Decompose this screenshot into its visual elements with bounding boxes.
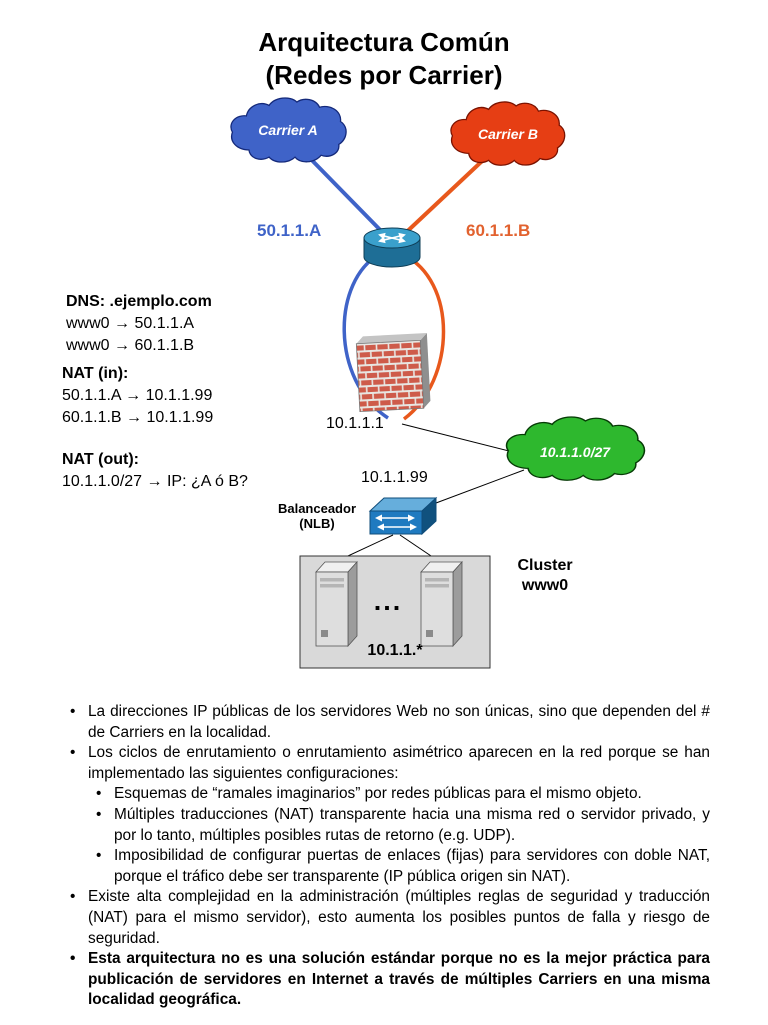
router-icon bbox=[363, 227, 421, 268]
bullet-text: Múltiples traducciones (NAT) transparent… bbox=[114, 805, 710, 844]
ip-b-label: 60.1.1.B bbox=[466, 221, 531, 240]
notes-list: La direcciones IP públicas de los servid… bbox=[62, 702, 710, 1011]
title-line1: Arquitectura Común bbox=[258, 27, 510, 57]
balancer-label: Balanceador (NLB) bbox=[262, 501, 372, 531]
firewall-to-subnet-line bbox=[401, 423, 514, 453]
list-item: Múltiples traducciones (NAT) transparent… bbox=[88, 805, 710, 846]
notes-sublist: Esquemas de “ramales imaginarios” por re… bbox=[88, 784, 710, 887]
nat-in-title: NAT (in): bbox=[62, 365, 129, 382]
bullet-text: La direcciones IP públicas de los servid… bbox=[88, 703, 710, 741]
nlb-to-server2-line bbox=[399, 534, 441, 563]
list-item: Esquemas de “ramales imaginarios” por re… bbox=[88, 784, 710, 805]
dns-line1: www0 → 50.1.1.A bbox=[66, 315, 195, 332]
bullet-text: Esta arquitectura no es una solución est… bbox=[88, 950, 710, 1009]
balancer-line2: (NLB) bbox=[299, 516, 335, 531]
list-item: Existe alta complejidad en la administra… bbox=[62, 887, 710, 949]
list-item: Los ciclos de enrutamiento o enrutamient… bbox=[62, 743, 710, 887]
subnet-cloud-label: 10.1.1.0/27 bbox=[539, 444, 611, 460]
ellipsis-label: ... bbox=[373, 586, 403, 616]
nat-out-line1: 10.1.1.0/27 → IP: ¿A ó B? bbox=[62, 473, 248, 490]
cluster-label: Cluster www0 bbox=[503, 556, 587, 596]
list-item: Esta arquitectura no es una solución est… bbox=[62, 949, 710, 1011]
carrier-b-label: Carrier B bbox=[478, 126, 538, 142]
nat-out-title: NAT (out): bbox=[62, 451, 139, 468]
nat-in-line2: 60.1.1.B → 10.1.1.99 bbox=[62, 409, 214, 426]
dns-line2: www0 → 60.1.1.B bbox=[66, 337, 195, 354]
route-loop-a bbox=[342, 252, 389, 420]
carrier-a-label: Carrier A bbox=[258, 122, 318, 138]
bullet-text: Esquemas de “ramales imaginarios” por re… bbox=[114, 785, 642, 803]
ip-a-label: 50.1.1.A bbox=[257, 221, 322, 240]
title-line2: (Redes por Carrier) bbox=[265, 60, 503, 90]
nlb-to-server1-line bbox=[334, 534, 394, 563]
bullet-text: Existe alta complejidad en la administra… bbox=[88, 888, 710, 947]
firewall-ip-label: 10.1.1.1 bbox=[326, 415, 384, 432]
nat-in-line1: 50.1.1.A → 10.1.1.99 bbox=[62, 387, 213, 404]
notes: La direcciones IP públicas de los servid… bbox=[62, 702, 710, 1011]
nat-out-block: NAT (out): 10.1.1.0/27 → IP: ¿A ó B? bbox=[62, 449, 248, 493]
nlb-ip-label: 10.1.1.99 bbox=[361, 469, 428, 486]
servers-subnet-label: 10.1.1.* bbox=[367, 642, 423, 659]
nlb-switch-icon bbox=[368, 496, 438, 536]
cluster-line1: Cluster bbox=[517, 557, 573, 574]
firewall-icon bbox=[355, 333, 431, 413]
bullet-text: Los ciclos de enrutamiento o enrutamient… bbox=[88, 744, 710, 782]
list-item: La direcciones IP públicas de los servid… bbox=[62, 702, 710, 743]
server2-icon bbox=[420, 560, 463, 648]
page-title: Arquitectura Común (Redes por Carrier) bbox=[0, 26, 768, 92]
cluster-line2: www0 bbox=[521, 577, 569, 594]
dns-title: DNS: .ejemplo.com bbox=[66, 293, 212, 310]
dns-block: DNS: .ejemplo.com www0 → 50.1.1.A www0 →… bbox=[66, 291, 212, 357]
subnet-to-nlb-line bbox=[427, 469, 525, 507]
bullet-text: Imposibilidad de configurar puertas de e… bbox=[114, 847, 710, 885]
nat-in-block: NAT (in): 50.1.1.A → 10.1.1.99 60.1.1.B … bbox=[62, 363, 213, 429]
route-loop-b bbox=[401, 252, 446, 421]
server1-icon bbox=[315, 560, 358, 648]
balancer-line1: Balanceador bbox=[277, 501, 357, 516]
list-item: Imposibilidad de configurar puertas de e… bbox=[88, 846, 710, 887]
